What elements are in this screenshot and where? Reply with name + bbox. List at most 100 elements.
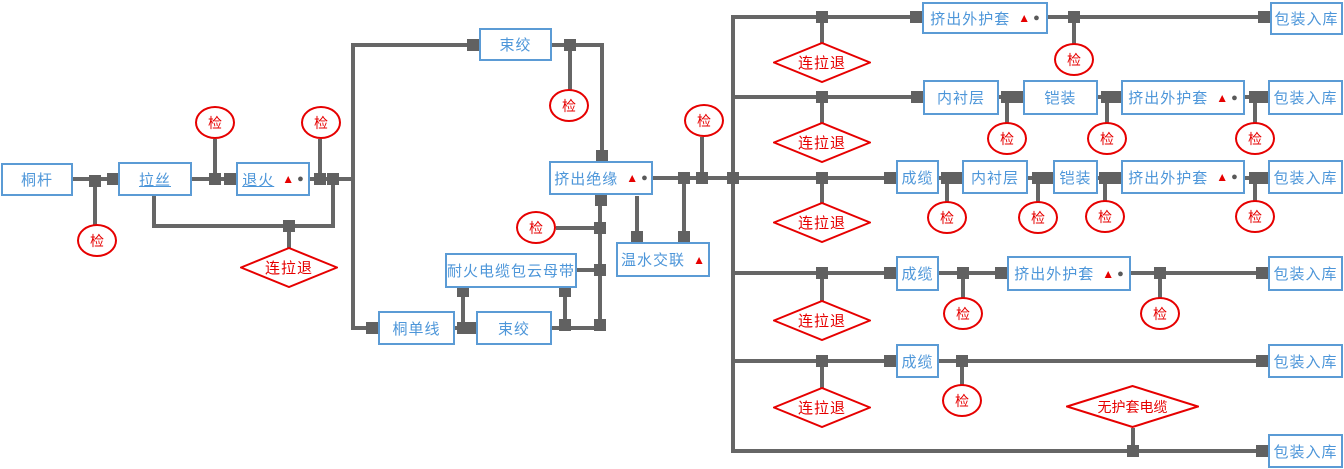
process-box-waihutao-1[interactable]: 挤出外护套▲● xyxy=(922,2,1048,34)
process-box-kaizhuang-3[interactable]: 铠装 xyxy=(1053,160,1098,194)
inspection-circle[interactable]: 检 xyxy=(516,211,556,244)
decision-label: 连拉退 xyxy=(264,260,313,277)
triangle-badge-icon: ▲ xyxy=(693,252,705,267)
process-box-ruku-6[interactable]: 包装入库 xyxy=(1268,434,1343,468)
process-box-ruku-5[interactable]: 包装入库 xyxy=(1268,344,1343,378)
connector-line xyxy=(1105,97,1109,123)
connector-line xyxy=(353,43,479,47)
connector-joint xyxy=(1068,11,1080,23)
connector-joint xyxy=(884,172,896,184)
inspection-circle[interactable]: 检 xyxy=(1235,122,1275,155)
connector-line xyxy=(733,449,1268,453)
inspection-circle[interactable]: 检 xyxy=(942,384,982,417)
process-box-neichen-3[interactable]: 内衬层 xyxy=(962,160,1028,194)
inspection-circle[interactable]: 检 xyxy=(195,106,235,139)
process-box-tonggan[interactable]: 桐杆 xyxy=(1,163,73,196)
process-box-shujiao-bot[interactable]: 束绞 xyxy=(476,311,552,345)
process-box-chenglan-3[interactable]: 成缆 xyxy=(896,160,939,194)
triangle-badge-icon: ▲ xyxy=(1216,170,1229,184)
connector-joint xyxy=(1099,172,1111,184)
connector-line xyxy=(735,271,896,275)
decision-diamond-lianlatui-4[interactable]: 连拉退 xyxy=(773,300,871,341)
process-box-ruku-1[interactable]: 包装入库 xyxy=(1270,2,1343,35)
process-box-waihutao-2[interactable]: 挤出外护套▲● xyxy=(1121,80,1245,115)
connector-line xyxy=(820,273,824,301)
process-box-tong-danxian[interactable]: 桐单线 xyxy=(378,311,455,345)
connector-line xyxy=(820,361,824,388)
process-label: 铠装 xyxy=(1059,169,1092,187)
decision-diamond-lianlatui-1[interactable]: 连拉退 xyxy=(773,42,871,83)
process-box-shujiao-top[interactable]: 束绞 xyxy=(479,28,552,61)
inspection-circle[interactable]: 检 xyxy=(927,201,967,234)
process-box-ruku-3[interactable]: 包装入库 xyxy=(1268,160,1343,194)
process-label: 温水交联 xyxy=(621,252,686,269)
process-box-chenglan-5[interactable]: 成缆 xyxy=(896,344,939,378)
inspection-circle[interactable]: 检 xyxy=(1235,200,1275,233)
connector-joint xyxy=(816,267,828,279)
inspection-circle[interactable]: 检 xyxy=(1054,43,1094,76)
connector-joint xyxy=(1001,91,1013,103)
connector-joint xyxy=(1258,11,1270,23)
connector-line xyxy=(733,176,896,180)
connector-line xyxy=(1253,178,1257,201)
process-box-kaizhuang-2[interactable]: 铠装 xyxy=(1023,80,1098,115)
connector-joint xyxy=(816,11,828,23)
diamond-shape xyxy=(773,202,871,243)
connector-line xyxy=(287,226,291,248)
connector-joint xyxy=(816,172,828,184)
connector-line xyxy=(577,268,600,272)
process-label: 包装入库 xyxy=(1273,90,1338,107)
connector-line xyxy=(731,15,735,453)
decision-diamond-wuhutao[interactable]: 无护套电缆 xyxy=(1066,385,1199,428)
connector-line xyxy=(1036,178,1040,202)
connector-joint xyxy=(283,220,295,232)
connector-joint xyxy=(678,172,690,184)
connector-joint xyxy=(209,173,221,185)
inspection-circle[interactable]: 检 xyxy=(549,89,589,122)
connector-line xyxy=(939,359,1268,363)
connector-joint xyxy=(956,355,968,367)
process-box-jichu-jueyuan[interactable]: 挤出绝缘▲● xyxy=(549,161,653,195)
process-box-wenshui[interactable]: 温水交联 ▲ xyxy=(616,242,710,277)
connector-line xyxy=(1103,178,1107,201)
connector-line xyxy=(152,196,156,228)
inspection-circle[interactable]: 检 xyxy=(987,122,1027,155)
connector-line xyxy=(318,139,322,179)
process-box-waihutao-3[interactable]: 挤出外护套▲● xyxy=(1121,160,1245,194)
inspection-circle[interactable]: 检 xyxy=(1087,122,1127,155)
diamond-shape xyxy=(773,42,871,83)
inspection-circle[interactable]: 检 xyxy=(301,106,341,139)
inspection-circle[interactable]: 检 xyxy=(1140,297,1180,330)
decision-label: 连拉退 xyxy=(797,400,846,417)
connector-line xyxy=(961,273,965,298)
process-box-chenglan-4[interactable]: 成缆 xyxy=(896,256,939,291)
process-box-ruku-2[interactable]: 包装入库 xyxy=(1268,80,1343,115)
connector-joint xyxy=(1041,172,1053,184)
decision-label: 连拉退 xyxy=(797,313,846,330)
inspection-circle[interactable]: 检 xyxy=(1085,200,1125,233)
inspection-circle[interactable]: 检 xyxy=(1018,201,1058,234)
connector-line xyxy=(152,224,335,228)
process-box-neichen-2[interactable]: 内衬层 xyxy=(923,80,999,115)
decision-diamond-lianlatui-3[interactable]: 连拉退 xyxy=(773,202,871,243)
process-box-lasi[interactable]: 拉丝 xyxy=(118,162,192,196)
process-box-tuihuo[interactable]: 退火▲● xyxy=(236,162,310,196)
connector-joint xyxy=(107,173,119,185)
process-box-ruku-4[interactable]: 包装入库 xyxy=(1268,256,1343,291)
inspection-circle[interactable]: 检 xyxy=(77,224,117,257)
process-box-waihutao-4[interactable]: 挤出外护套▲● xyxy=(1007,256,1131,291)
connector-line xyxy=(93,181,97,226)
decision-diamond-lianlatui-2[interactable]: 连拉退 xyxy=(773,122,871,163)
connector-line xyxy=(1072,17,1076,44)
inspection-circle[interactable]: 检 xyxy=(684,104,724,137)
inspection-circle[interactable]: 检 xyxy=(943,297,983,330)
decision-diamond-lianlatui-5[interactable]: 连拉退 xyxy=(773,387,871,428)
process-box-naihuo[interactable]: 耐火电缆包云母带 xyxy=(445,253,577,288)
connector-line xyxy=(820,178,824,203)
connector-line xyxy=(820,17,824,43)
connector-joint xyxy=(594,264,606,276)
connector-line xyxy=(1005,97,1009,123)
connector-joint xyxy=(224,173,236,185)
connector-joint xyxy=(1256,445,1268,457)
decision-diamond-lianlatui-0[interactable]: 连拉退 xyxy=(240,247,338,288)
